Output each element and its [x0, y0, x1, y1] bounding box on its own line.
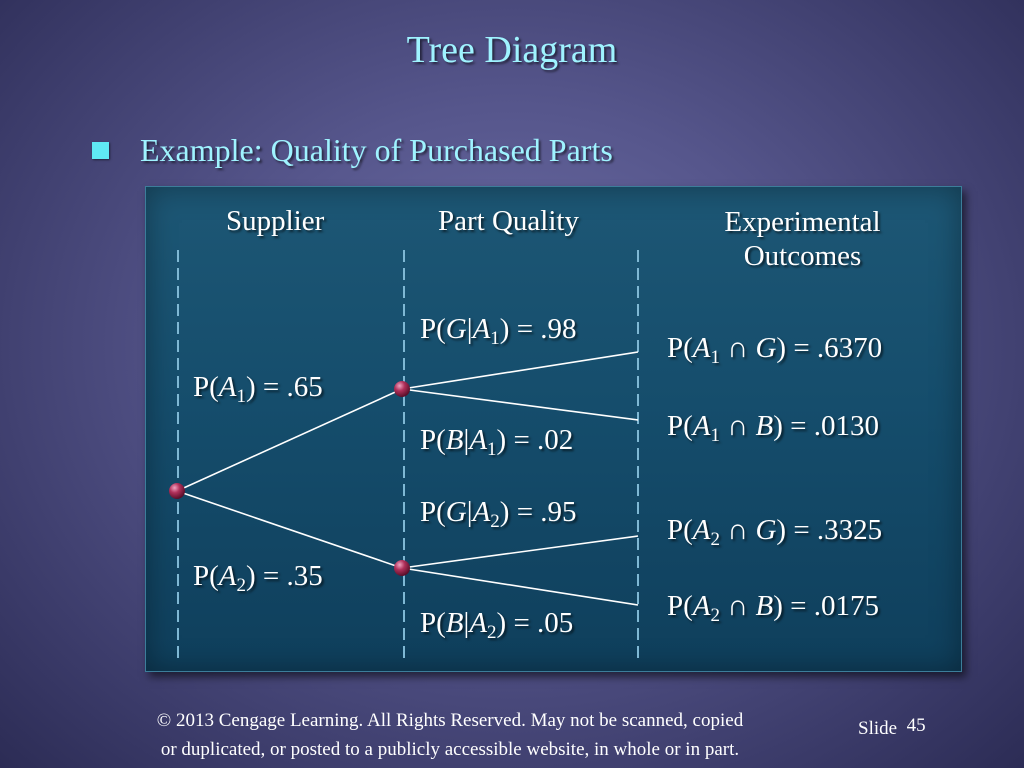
prob-g-given-a2: P(G|A2) = .95 — [420, 496, 577, 532]
header-supplier: Supplier — [226, 205, 325, 237]
slide-number: Slide 45 — [858, 715, 926, 740]
outcome-a1-and-g: P(A1 ∩ G) = .6370 — [667, 332, 883, 368]
header-outcomes-line2: Outcomes — [743, 240, 862, 272]
header-experimental-outcomes: Experimental Outcomes — [700, 205, 905, 273]
a1-node — [394, 381, 410, 397]
branch-a1-g — [401, 351, 639, 390]
copyright-footer: © 2013 Cengage Learning. All Rights Rese… — [70, 706, 830, 764]
root-node — [169, 483, 185, 499]
header-part-quality: Part Quality — [438, 205, 579, 237]
copyright-line1: © 2013 Cengage Learning. All Rights Rese… — [156, 710, 744, 731]
slide-title: Tree Diagram — [406, 29, 618, 71]
prob-a2: P(A2) = .35 — [193, 560, 323, 596]
prob-g-given-a1: P(G|A1) = .98 — [420, 313, 577, 349]
prob-a1: P(A1) = .65 — [193, 371, 323, 407]
copyright-line2: or duplicated, or posted to a publicly a… — [160, 739, 740, 760]
bullet-text: Example: Quality of Purchased Parts — [140, 132, 613, 168]
bullet-item: Example: Quality of Purchased Parts — [92, 132, 613, 169]
outcome-a2-and-b: P(A2 ∩ B) = .0175 — [667, 590, 879, 626]
prob-b-given-a1: P(B|A1) = .02 — [420, 424, 574, 460]
prob-b-given-a2: P(B|A2) = .05 — [420, 607, 574, 643]
branch-a2-g — [401, 535, 639, 569]
outcome-a2-and-g: P(A2 ∩ G) = .3325 — [667, 514, 883, 550]
bullet-square-icon — [92, 142, 109, 159]
branch-a2-b — [401, 567, 639, 606]
a2-node — [394, 560, 410, 576]
header-outcomes-line1: Experimental — [724, 206, 881, 238]
slide-label: Slide — [858, 718, 898, 739]
branch-a1-b — [401, 388, 639, 421]
slide-number-value: 45 — [906, 715, 926, 736]
branch-root-a1 — [176, 388, 403, 492]
branch-root-a2 — [176, 490, 403, 569]
outcome-a1-and-b: P(A1 ∩ B) = .0130 — [667, 410, 879, 446]
